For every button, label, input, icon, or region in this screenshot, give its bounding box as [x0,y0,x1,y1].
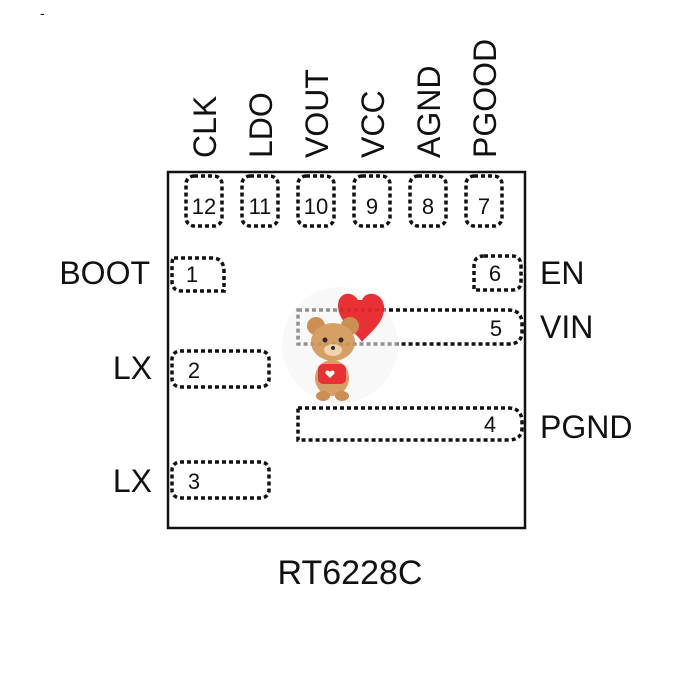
pad-8 [408,174,448,228]
pad-11 [240,174,280,228]
top-pin-label-vcc: VCC [355,90,391,158]
pad-2 [170,349,271,389]
top-pads: 12 11 10 9 8 7 [184,174,504,228]
pad-3 [170,460,271,500]
pad-number-4: 4 [484,412,496,437]
pad-number-5: 5 [490,316,502,341]
pad-number-3: 3 [188,469,200,494]
pad-number-2: 2 [188,358,200,383]
teddy-bear-with-heart-icon [282,287,398,403]
top-pin-labels: CLK LDO VOUT VCC AGND PGOOD [187,39,503,158]
pad-6 [472,254,523,292]
pad-number-10: 10 [304,194,328,219]
top-pin-label-ldo: LDO [243,92,279,158]
part-name: RT6228C [278,554,423,592]
pad-number-6: 6 [489,261,501,286]
pad-4 [296,406,524,442]
pad-5 [296,308,524,346]
pad-12 [184,174,224,228]
pad-1 [170,256,226,293]
pad-10 [296,174,336,228]
top-pin-label-agnd: AGND [411,66,447,158]
right-pin-label-pgnd: PGND [540,409,632,445]
right-pin-label-vin: VIN [540,309,593,345]
package-outline [166,170,527,530]
pad-number-9: 9 [366,194,378,219]
left-pin-label-lx-2: LX [113,463,152,499]
corner-mark: - [40,5,45,21]
pad-number-1: 1 [186,262,198,287]
top-pin-label-clk: CLK [187,96,223,158]
left-pin-label-lx-1: LX [113,350,152,386]
pad-number-8: 8 [422,194,434,219]
right-pin-label-en: EN [540,255,584,291]
top-pin-label-pgood: PGOOD [467,39,503,158]
pad-7 [464,174,504,228]
pad-number-11: 11 [249,194,272,219]
pad-9 [352,174,392,228]
pad-number-12: 12 [192,194,216,219]
pad-number-7: 7 [478,194,490,219]
top-pin-label-vout: VOUT [299,69,335,158]
left-pin-label-boot: BOOT [59,255,150,291]
